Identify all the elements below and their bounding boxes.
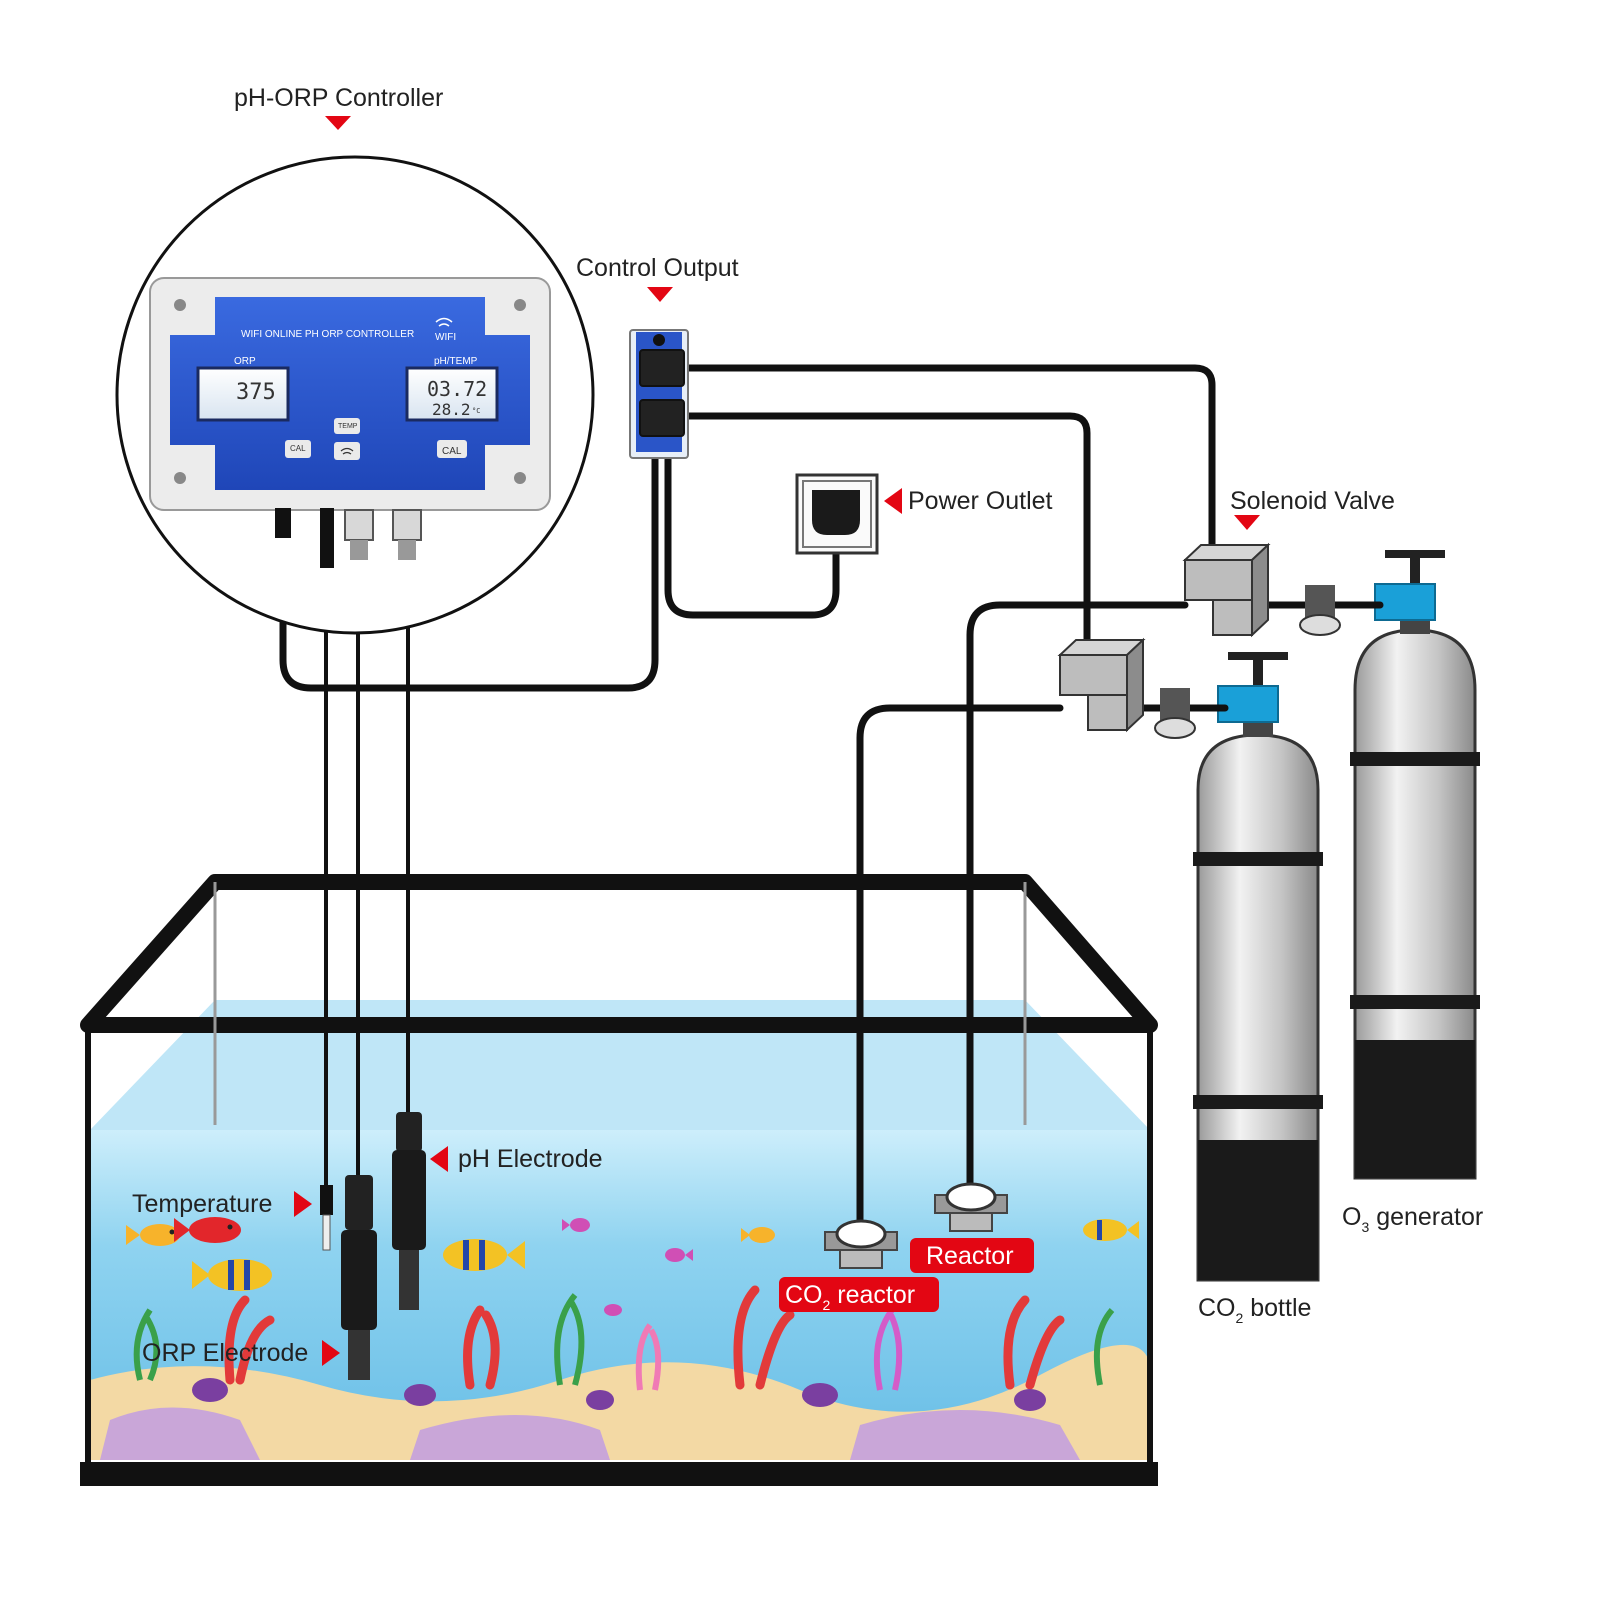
fish-group	[126, 1217, 1139, 1316]
arrow-right-icon	[322, 1340, 340, 1366]
probe-cables	[324, 540, 410, 1185]
fish	[126, 1224, 180, 1246]
orp-electrode-probe	[341, 1175, 377, 1380]
label-o3-generator: O3 generator	[1342, 1203, 1483, 1235]
cal-right-button[interactable]: CAL	[442, 446, 462, 457]
lcd-orp-value: 375	[236, 380, 276, 405]
cal-left-button[interactable]: CAL	[290, 444, 306, 453]
tank-base	[80, 1462, 1158, 1486]
label-power-outlet: Power Outlet	[908, 487, 1053, 515]
label-co2-bottle: CO2 bottle	[1198, 1294, 1311, 1326]
plants	[133, 1285, 1115, 1391]
lcd-temp-value: 28.2	[432, 400, 471, 419]
rocks	[100, 1407, 1080, 1460]
arrow-left-icon	[430, 1146, 448, 1172]
label-reactor: Reactor	[926, 1242, 1014, 1270]
controller-zoom: WIFI ONLINE PH ORP CONTROLLER WIFI ORP p…	[115, 155, 595, 635]
wifi-icon	[435, 317, 453, 327]
lcd-ph-value: 03.72	[427, 377, 487, 401]
panel-title: WIFI ONLINE PH ORP CONTROLLER	[241, 329, 414, 340]
ph-electrode-probe	[392, 1112, 426, 1310]
label-controller: pH-ORP Controller	[234, 84, 443, 112]
label-co2-reactor: CO2 reactor	[785, 1281, 915, 1313]
co2-reactor-pill	[779, 1277, 939, 1312]
fish	[174, 1217, 241, 1243]
tubing	[279, 364, 1384, 1226]
lcd-temp-unit: °C	[472, 407, 480, 415]
co2-bottle-cylinder	[1193, 652, 1323, 1282]
arrow-right-icon	[294, 1191, 312, 1217]
control-output-device	[629, 329, 689, 459]
solenoid-valve-lower	[1057, 637, 1196, 739]
arrow-down-icon	[647, 287, 673, 302]
o3-generator-cylinder	[1350, 550, 1480, 1180]
label-ph-electrode: pH Electrode	[458, 1145, 603, 1173]
fish	[604, 1304, 622, 1316]
fish	[741, 1227, 775, 1243]
callout-arrows	[294, 116, 1260, 1366]
reactor-device	[934, 1182, 1008, 1232]
label-solenoid-valve: Solenoid Valve	[1230, 487, 1395, 515]
temp-button[interactable]: TEMP	[338, 423, 358, 430]
panel-ph-temp-label: pH/TEMP	[434, 356, 478, 367]
arrow-left-icon	[884, 488, 902, 514]
panel-orp-label: ORP	[234, 356, 256, 367]
panel-wifi-button-icon[interactable]	[340, 447, 354, 455]
arrow-down-icon	[1234, 515, 1260, 530]
solenoid-valve-upper	[1182, 542, 1341, 638]
panel-wifi-label: WIFI	[435, 332, 456, 343]
fish	[665, 1248, 693, 1262]
fish	[443, 1239, 525, 1271]
fish	[562, 1218, 590, 1232]
label-temperature: Temperature	[132, 1190, 272, 1218]
fish	[1083, 1219, 1139, 1241]
aquarium	[80, 874, 1158, 1486]
power-outlet-device	[795, 473, 879, 555]
label-orp-electrode: ORP Electrode	[142, 1339, 308, 1367]
temperature-probe	[320, 1185, 333, 1251]
arrow-down-icon	[325, 116, 351, 130]
fish	[192, 1259, 272, 1291]
co2-reactor-device	[824, 1219, 898, 1269]
reactor-pill	[910, 1238, 1034, 1273]
tank-frame	[80, 874, 1158, 1470]
label-control-output: Control Output	[576, 254, 739, 282]
sea-bulbs	[192, 1378, 1046, 1411]
